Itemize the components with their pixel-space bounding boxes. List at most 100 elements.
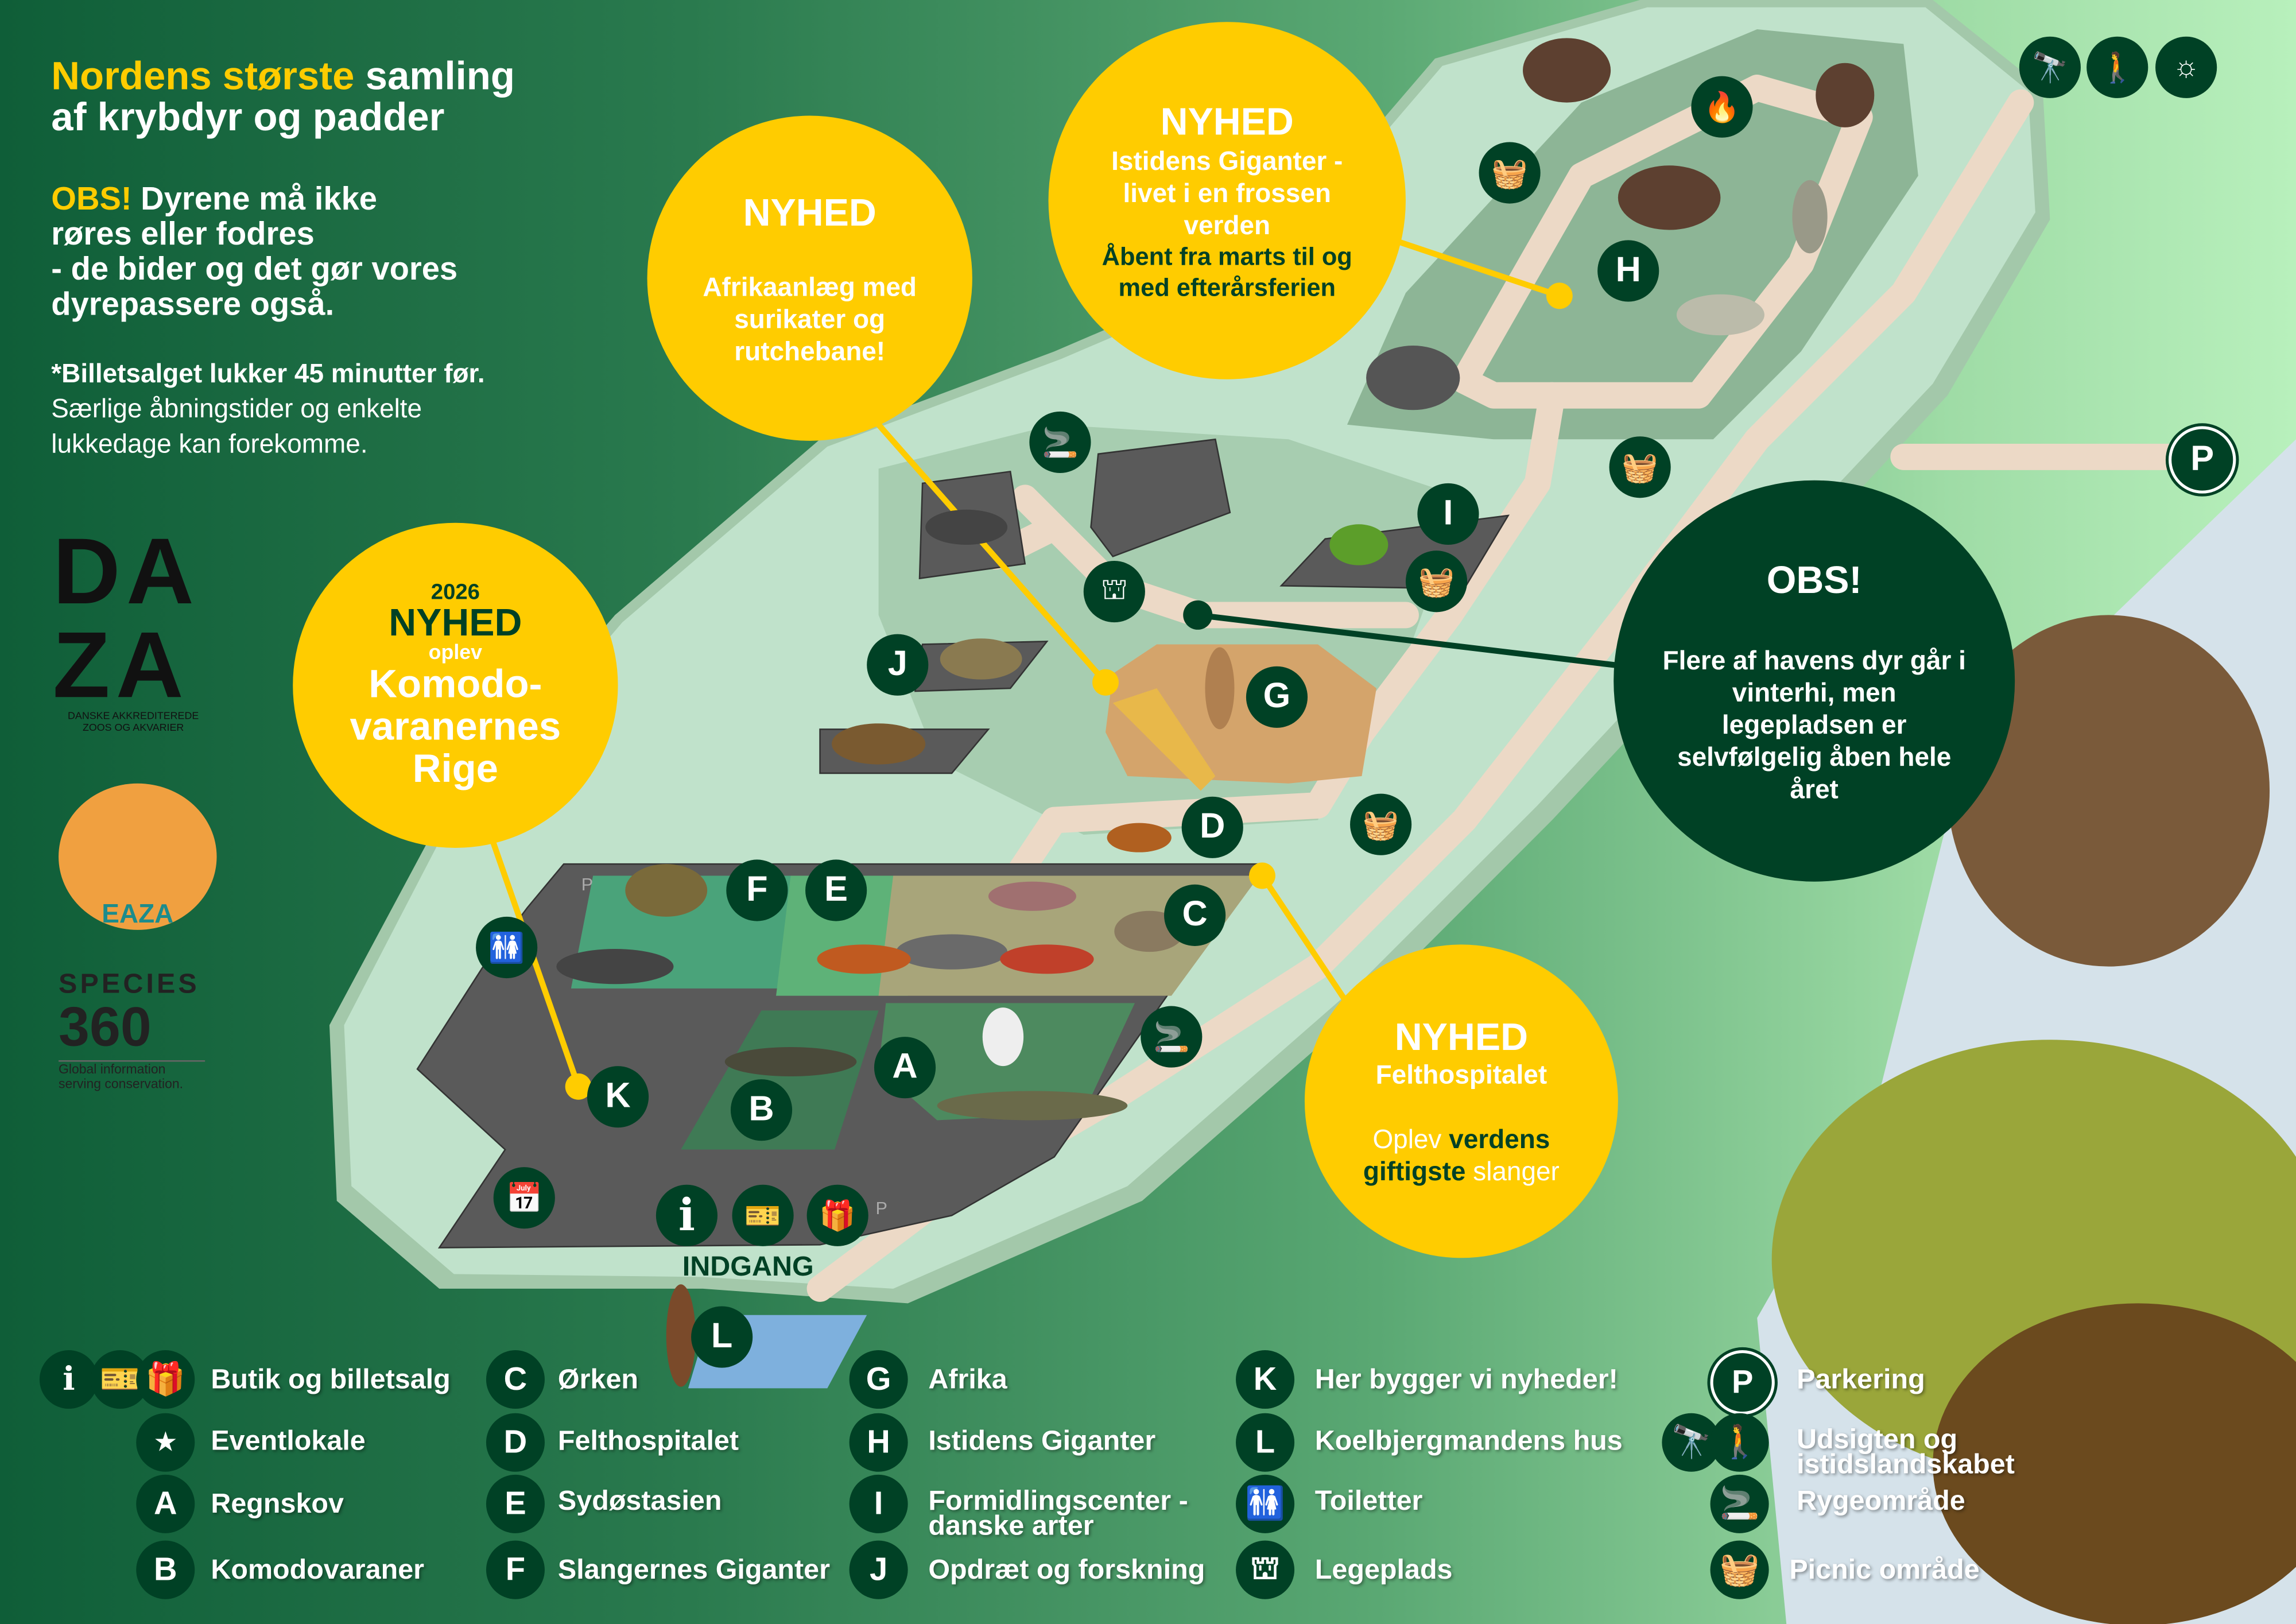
playground-icon: ⛫: [1236, 1540, 1295, 1599]
callout-iceage: NYHED Istidens Giganter - livet i en fro…: [1048, 22, 1406, 379]
marker-i[interactable]: I: [1417, 483, 1479, 545]
callout-title: NYHED: [1160, 99, 1294, 143]
daza-text: DA: [52, 518, 200, 624]
entrance-label: INDGANG: [682, 1252, 814, 1283]
callout-komodo: 2026 NYHED oplev Komodo-varanernes Rige: [293, 522, 618, 848]
legend-label: Koelbjergmandens hus: [1314, 1426, 1623, 1458]
legend-label: Opdræt og forskning: [928, 1555, 1205, 1586]
legend-marker: F: [486, 1540, 545, 1599]
legend-marker: K: [1236, 1350, 1295, 1409]
callout-title: NYHED: [1394, 1014, 1528, 1059]
marker-g[interactable]: G: [1246, 666, 1308, 728]
picnic-icon: 🧺: [1710, 1540, 1769, 1599]
legend-marker: J: [849, 1540, 908, 1599]
marker-e[interactable]: E: [805, 859, 867, 921]
legend-marker: H: [849, 1413, 908, 1472]
legend-label: Parkering: [1797, 1365, 1925, 1396]
legend-marker: D: [486, 1413, 545, 1472]
tortoise-photo: [1947, 615, 2270, 967]
info-icon: i: [656, 1184, 718, 1246]
legend-label: Rygeområde: [1797, 1486, 1965, 1517]
obs-text: Dyrene må ikke: [131, 180, 378, 217]
playground-icon: ⛫: [1083, 561, 1145, 623]
legend-marker: A: [136, 1474, 195, 1533]
legend-marker: C: [486, 1350, 545, 1409]
picnic-icon: 🧺: [1479, 142, 1541, 204]
species360-logo: SPECIES 360 Global information serving c…: [59, 970, 205, 1091]
callout-title: OBS!: [1766, 557, 1862, 602]
marker-a[interactable]: A: [874, 1037, 936, 1099]
daza-text: ZA: [52, 612, 189, 718]
headline-rest: samling: [354, 54, 515, 98]
callout-pre: oplev: [428, 639, 482, 664]
callout-body: Åbent fra marts til og med efterårsferie…: [1102, 242, 1352, 301]
marker-k[interactable]: K: [587, 1066, 649, 1128]
callout-obs: OBS! Flere af havens dyr går i vinterhi,…: [1614, 480, 2015, 882]
callout-body: Afrikaanlæg med surikater og rutchebane!: [703, 272, 917, 366]
parking-small-label: P: [581, 874, 594, 895]
marker-c[interactable]: C: [1164, 884, 1226, 946]
legend-label: Picnic område: [1789, 1555, 1980, 1586]
obs-label: OBS!: [51, 180, 132, 217]
obs-text: dyrepassere også.: [51, 285, 335, 323]
parking-small-label: P: [875, 1197, 887, 1219]
callout-body: Flere af havens dyr går i vinterhi, men …: [1662, 645, 1966, 804]
info-icon: i: [39, 1350, 98, 1409]
headline-line2: af krybdyr og padder: [51, 95, 445, 139]
legend-label: Felthospitalet: [557, 1426, 739, 1458]
legend-label: Formidlingscenter - danske arter: [928, 1486, 1188, 1542]
slide: [1112, 688, 1216, 791]
toilet-icon: 🚻: [476, 916, 538, 979]
legend-label: Komodovaraner: [211, 1555, 425, 1586]
callout-body-bold: verdens giftigste: [1363, 1125, 1550, 1187]
picnic-icon: 🧺: [1609, 436, 1671, 498]
komodo-hall: [681, 1010, 879, 1150]
legend-label: Ørken: [557, 1365, 639, 1396]
ticket-icon: 🎫: [91, 1350, 150, 1409]
binoculars-icon: 🔭: [2019, 36, 2081, 98]
parking-icon: P: [1710, 1350, 1775, 1415]
species-text: SPECIES: [59, 969, 200, 1001]
eaza-logo: EAZA: [59, 783, 217, 930]
headline: Nordens største samling af krybdyr og pa…: [51, 56, 515, 138]
callout-hospital: NYHED Felthospitalet Oplev verdens gifti…: [1304, 944, 1618, 1258]
obs-line: [1197, 612, 1626, 669]
obs-notice: OBS! Dyrene må ikke røres eller fodres -…: [51, 181, 457, 322]
eaza-text: EAZA: [102, 899, 174, 929]
marker-l[interactable]: L: [691, 1306, 753, 1368]
marker-parking[interactable]: P: [2169, 426, 2236, 494]
gift-icon: 🎁: [806, 1184, 868, 1246]
callout-body: slanger: [1465, 1157, 1560, 1187]
mask-icon: ☼: [2155, 36, 2217, 98]
legend-marker: L: [1236, 1413, 1295, 1472]
marker-d[interactable]: D: [1181, 796, 1243, 858]
legend-label: Her bygger vi nyheder!: [1314, 1365, 1618, 1396]
legend-label: Istidens Giganter: [928, 1426, 1156, 1458]
callout-title: NYHED: [389, 600, 522, 645]
callout-subtitle: Istidens Giganter - livet i en frossen v…: [1111, 145, 1343, 240]
legend-label: Afrika: [928, 1365, 1007, 1396]
legend-label: Regnskov: [211, 1489, 344, 1520]
legend-marker: E: [486, 1474, 545, 1533]
marker-j[interactable]: J: [867, 634, 929, 696]
event-calendar-icon: ★: [136, 1413, 195, 1472]
campfire-icon: 🔥: [1691, 76, 1753, 138]
note: Særlige åbningstider og enkelte: [51, 394, 422, 424]
species-subtitle: Global information serving conservation.: [59, 1060, 205, 1091]
ticket-icon: 🎫: [732, 1184, 794, 1246]
callout-body: Komodo-varanernes Rige: [350, 662, 561, 791]
legend-label: Slangernes Giganter: [557, 1555, 831, 1586]
marker-b[interactable]: B: [730, 1079, 793, 1141]
note: lukkedage kan forekomme.: [51, 429, 368, 459]
marker-h[interactable]: H: [1597, 240, 1659, 302]
callout-africa: NYHED Afrikaanlæg med surikater og rutch…: [647, 115, 972, 441]
callout-subtitle: Felthospitalet: [1375, 1060, 1548, 1090]
legend-marker: B: [136, 1540, 195, 1599]
obs-text: røres eller fodres: [51, 215, 315, 252]
obs-text: - de bider og det gør vores: [51, 250, 458, 287]
opening-notes: *Billetsalget lukker 45 minutter før. Sæ…: [51, 356, 484, 462]
hiker-icon: 🚶: [2086, 36, 2148, 98]
marker-f[interactable]: F: [726, 859, 788, 921]
